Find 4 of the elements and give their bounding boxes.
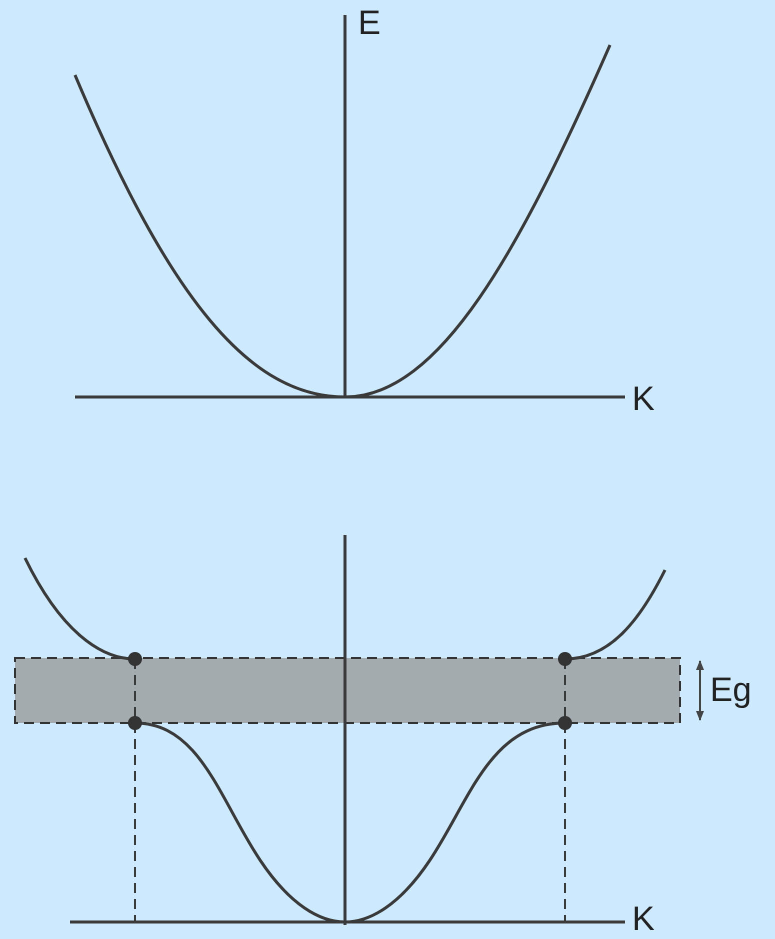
gap-label: Eg xyxy=(710,673,752,707)
axis-label: K xyxy=(632,382,655,416)
axis-label: K xyxy=(632,902,655,936)
axis-label: E xyxy=(358,6,381,40)
